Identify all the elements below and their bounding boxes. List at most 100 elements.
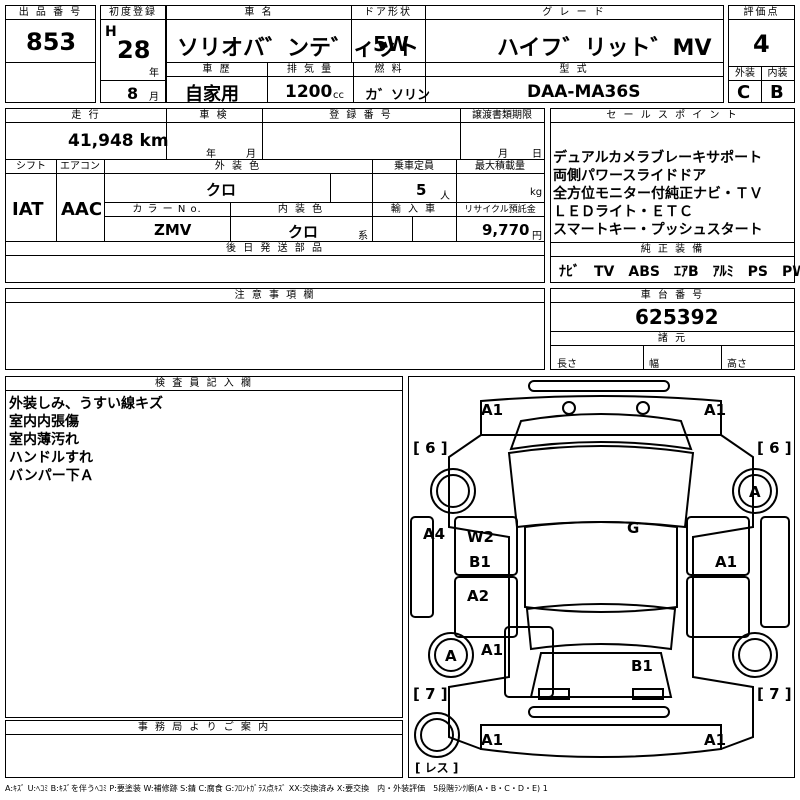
mileage-label: 走 行: [6, 109, 166, 123]
lot-number-cell: 出 品 番 号 853: [5, 5, 96, 103]
inspector-note: 室内内張傷: [9, 414, 79, 430]
windshield: [507, 445, 695, 529]
shift-type: IAT: [12, 199, 44, 220]
right-body-side: [692, 434, 754, 750]
inspector-note: 外装しみ、うすい線キズ: [9, 396, 163, 412]
model-label: 型 式: [425, 63, 723, 77]
load-unit: kg: [530, 187, 543, 198]
rear-bumper-right: [632, 688, 664, 700]
legend: A:ｷｽﾞ U:ﾍｺﾐ B:ｷｽﾞを伴うﾍｺﾐ P:要塗装 W:補修跡 S:錆 …: [5, 784, 548, 793]
inspector-notes: 外装しみ、うすい線キズ 室内内張傷 室内薄汚れ ハンドルすれ バンパー下Ａ: [9, 395, 163, 485]
chassis-label: 車 台 番 号: [551, 289, 794, 303]
interior-grade: B: [770, 82, 784, 103]
office-label: 事 務 局 よ り ご 案 内: [6, 721, 402, 735]
sales-point: デュアルカメラブレーキサポート: [553, 150, 763, 166]
chassis-number: 625392: [635, 305, 719, 329]
damage-rear-left-wheel: A: [445, 647, 457, 665]
damage-diagram: A1 A1 [ 6 ] [ 6 ] A G A4 W2 B1 A1 A2 A A…: [408, 376, 795, 778]
equipment-label: 純 正 装 備: [551, 243, 794, 257]
door-label: ドア形状: [351, 6, 425, 20]
damage-left-rear-panel: A1: [481, 641, 504, 659]
recycle-deposit: 9,770: [482, 221, 530, 239]
front-left-wheel: [430, 468, 476, 514]
mileage: 41,948 km: [68, 131, 169, 151]
fuel: カ゛ソリン: [365, 88, 431, 103]
sales-point: ＬＥＤライト・ＥＴＣ: [553, 204, 693, 220]
interior-color-label: 内 装 色: [230, 203, 372, 217]
capacity-label: 乗車定員: [372, 160, 456, 174]
front-right-wheel-inner: [738, 474, 772, 508]
chassis-block: 車 台 番 号 625392 諸 元 長さ 幅 高さ: [550, 288, 795, 370]
spare-wheel: [414, 712, 460, 758]
roof: [524, 521, 678, 613]
damage-front-right: A1: [704, 401, 727, 419]
rear-left-wheel-inner: [434, 638, 468, 672]
color-number: ZMV: [154, 221, 192, 239]
capacity-unit: 人: [440, 191, 450, 202]
length-label: 長さ: [557, 359, 577, 370]
caution-label: 注 意 事 項 欄: [6, 289, 544, 303]
transfer-day-unit: 日: [532, 149, 542, 160]
front-mark-right: [636, 401, 650, 415]
exterior-color-label: 外 装 色: [104, 160, 372, 174]
exterior-label: 外装: [729, 67, 761, 81]
rear-right-wheel: [732, 632, 778, 678]
car-diagram-svg: [410, 380, 790, 758]
car-name-label: 車 名: [167, 6, 351, 20]
first-registration-cell: 初度登録 H 28 年 8 月: [100, 5, 166, 103]
grade-label: グ レ ー ド: [425, 6, 723, 20]
inspector-note: ハンドルすれ: [9, 450, 93, 466]
ac-type: AAC: [61, 199, 103, 220]
sales-points-block: セ ー ル ス ポ イ ン ト デュアルカメラブレーキサポート 両側パワースライ…: [550, 108, 800, 283]
overall-score: 4: [753, 30, 770, 58]
front-outline: [480, 395, 722, 436]
sales-point: 全方位モニター付純正ナビ・ＴＶ: [553, 186, 763, 202]
rear-hatch: [529, 652, 673, 698]
front-bumper: [528, 380, 670, 392]
front-right-wheel: [732, 468, 778, 514]
spare-wheel-inner: [420, 718, 454, 752]
specs-label: 諸 元: [551, 332, 794, 346]
car-name: ソリオバ゛ンテ゛ィット: [177, 36, 420, 61]
door-type: 5W: [373, 32, 409, 56]
model-code: DAA-MA36S: [527, 82, 641, 102]
lot-number-label: 出 品 番 号: [6, 6, 95, 20]
shift-label: シフト: [6, 160, 56, 174]
sales-points-list: デュアルカメラブレーキサポート 両側パワースライドドア 全方位モニター付純正ナビ…: [553, 149, 763, 239]
height-label: 高さ: [727, 359, 747, 370]
sales-point: 両側パワースライドドア: [553, 168, 707, 184]
rear-right-wheel-inner: [738, 638, 772, 672]
damage-left-rear-door: A2: [467, 587, 490, 605]
recycle-label: リサイクル預託金: [456, 203, 544, 217]
ac-label: エアコン: [56, 160, 104, 174]
displacement-label: 排 気 量: [267, 63, 353, 77]
damage-rear-left: A1: [481, 731, 504, 749]
left-front-door: [454, 516, 518, 576]
lot-number: 853: [26, 28, 77, 56]
year-unit: 年: [149, 68, 159, 79]
damage-rear-hatch: B1: [631, 657, 653, 675]
transfer-label: 譲渡書類期限: [460, 109, 544, 123]
damage-front-right-wheel: A: [749, 483, 761, 501]
score-block: 評価点 4 外装 内装 C B: [728, 5, 795, 103]
recycle-unit: 円: [532, 231, 542, 242]
era: H: [105, 24, 117, 40]
month-unit: 月: [149, 92, 159, 103]
right-front-door: [686, 516, 750, 576]
import-label: 輸 入 車: [372, 203, 456, 217]
hood: [509, 413, 693, 451]
front-left-wheel-inner: [436, 474, 470, 508]
damage-tire-front-left: [ 6 ]: [413, 439, 448, 457]
registration-year: 28: [117, 36, 151, 64]
damage-right-front-door: A1: [715, 553, 738, 571]
sales-point: スマートキー・プッシュスタート: [553, 222, 763, 238]
car-info-block: 車 名 ドア形状 グ レ ー ド ソリオバ゛ンテ゛ィット 5W ハイフ゛リット゛…: [166, 5, 724, 105]
rear-bumper: [528, 706, 670, 718]
rear-outline: [480, 724, 722, 758]
displacement-unit: cc: [333, 90, 344, 101]
history-label: 車 歴: [167, 63, 267, 77]
rear-bumper-left: [538, 688, 570, 700]
left-sill: [410, 516, 434, 618]
vehicle-history: 自家用: [185, 84, 239, 105]
damage-rear-right: A1: [704, 731, 727, 749]
